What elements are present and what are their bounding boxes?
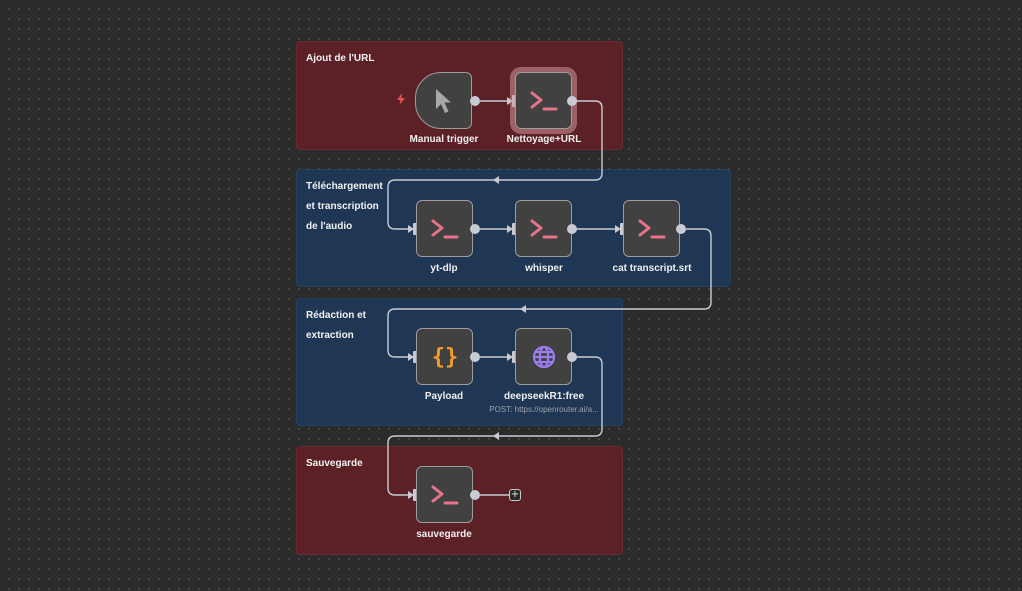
add-node-button[interactable]: +: [509, 489, 521, 501]
input-handle[interactable]: [512, 351, 517, 363]
output-handle[interactable]: [470, 352, 480, 362]
group-title: Téléchargement et transcription de l'aud…: [306, 181, 383, 232]
node-nettoyage-url[interactable]: [510, 67, 577, 134]
output-handle[interactable]: [676, 224, 686, 234]
node-label: whisper: [525, 263, 563, 274]
node-yt-dlp[interactable]: [416, 200, 473, 257]
group-title: Ajout de l'URL: [306, 53, 375, 64]
output-handle[interactable]: [567, 352, 577, 362]
globe-icon: [532, 345, 555, 368]
terminal-icon: [638, 219, 665, 238]
input-handle[interactable]: [512, 223, 517, 235]
node-deepseek[interactable]: [515, 328, 572, 385]
arrow-marker: [493, 432, 499, 440]
input-handle[interactable]: [512, 95, 517, 107]
input-handle[interactable]: [413, 223, 418, 235]
output-handle[interactable]: [470, 224, 480, 234]
terminal-icon: [431, 219, 458, 238]
node-label: Manual trigger: [409, 134, 479, 145]
input-handle[interactable]: [620, 223, 625, 235]
node-label: yt-dlp: [430, 263, 458, 274]
node-subtitle: POST: https://openrouter.ai/a...: [489, 405, 599, 414]
node-cat-transcript[interactable]: [623, 200, 680, 257]
terminal-icon: [530, 91, 557, 110]
node-label: Nettoyage+URL: [506, 134, 582, 145]
node-label: sauvegarde: [416, 529, 472, 540]
output-handle[interactable]: [470, 96, 480, 106]
output-handle[interactable]: [567, 224, 577, 234]
node-label: cat transcript.srt: [612, 263, 692, 274]
lightning-bolt-icon: [396, 93, 406, 108]
node-sauvegarde[interactable]: [416, 466, 473, 523]
group-title: Sauvegarde: [306, 458, 363, 469]
input-handle[interactable]: [413, 351, 418, 363]
node-whisper[interactable]: [515, 200, 572, 257]
output-handle[interactable]: [567, 96, 577, 106]
terminal-icon: [431, 485, 458, 504]
node-label: Payload: [424, 391, 464, 402]
svg-text:{}: {}: [431, 345, 458, 370]
group-title: Rédaction et extraction: [306, 310, 367, 341]
node-label: deepseekR1:free: [503, 391, 585, 402]
cursor-pointer-icon: [435, 88, 451, 113]
input-handle[interactable]: [413, 489, 418, 501]
node-payload[interactable]: {}: [416, 328, 473, 385]
node-manual-trigger[interactable]: [415, 72, 472, 129]
braces-icon: {}: [431, 345, 458, 370]
terminal-icon: [530, 219, 557, 238]
output-handle[interactable]: [470, 490, 480, 500]
